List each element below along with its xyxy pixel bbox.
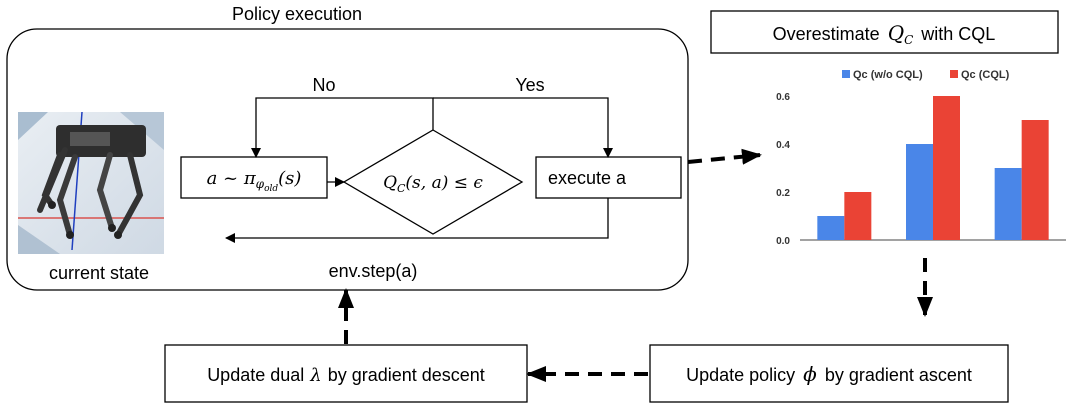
robot-image bbox=[18, 111, 164, 254]
legend-swatch bbox=[950, 70, 958, 78]
chart-y-tick: 0.6 bbox=[776, 92, 790, 103]
bar-w-o-cql bbox=[906, 144, 933, 240]
policy-execution-title: Policy execution bbox=[232, 4, 362, 24]
bar-w-o-cql bbox=[817, 216, 845, 240]
legend-swatch bbox=[842, 70, 850, 78]
dashed-arrow-to-chart bbox=[687, 148, 762, 165]
env-step-label: env.step(a) bbox=[329, 261, 418, 281]
decision-diamond bbox=[342, 129, 524, 235]
current-state-label: current state bbox=[49, 263, 149, 283]
yes-label: Yes bbox=[515, 75, 544, 95]
execute-label: execute a bbox=[548, 168, 627, 188]
decision-formula: QC(s, a) ≤ ϵ bbox=[383, 173, 483, 195]
no-branch-line bbox=[251, 97, 434, 158]
update-policy-box bbox=[649, 344, 1009, 403]
bar-cql bbox=[1021, 120, 1049, 240]
yes-branch-line bbox=[433, 97, 613, 158]
bar-cql bbox=[933, 96, 960, 240]
chart-y-tick: 0.4 bbox=[776, 140, 790, 151]
bar-chart: Qc (w/o CQL) Qc (CQL) 0.0 0.2 0.4 0.6 bbox=[776, 69, 1066, 247]
return-line bbox=[225, 198, 609, 243]
update-dual-box bbox=[164, 344, 528, 403]
overestimate-box bbox=[710, 10, 1059, 54]
bar-cql bbox=[844, 192, 872, 240]
legend-label: Qc (CQL) bbox=[961, 69, 1010, 81]
chart-y-tick: 0.2 bbox=[776, 188, 790, 199]
action-box bbox=[180, 156, 328, 199]
bar-w-o-cql bbox=[994, 168, 1022, 240]
legend-label: Qc (w/o CQL) bbox=[853, 69, 923, 81]
chart-y-tick: 0.0 bbox=[776, 236, 790, 247]
action-formula: a ~ πφold(s) bbox=[207, 168, 302, 194]
no-label: No bbox=[312, 75, 335, 95]
